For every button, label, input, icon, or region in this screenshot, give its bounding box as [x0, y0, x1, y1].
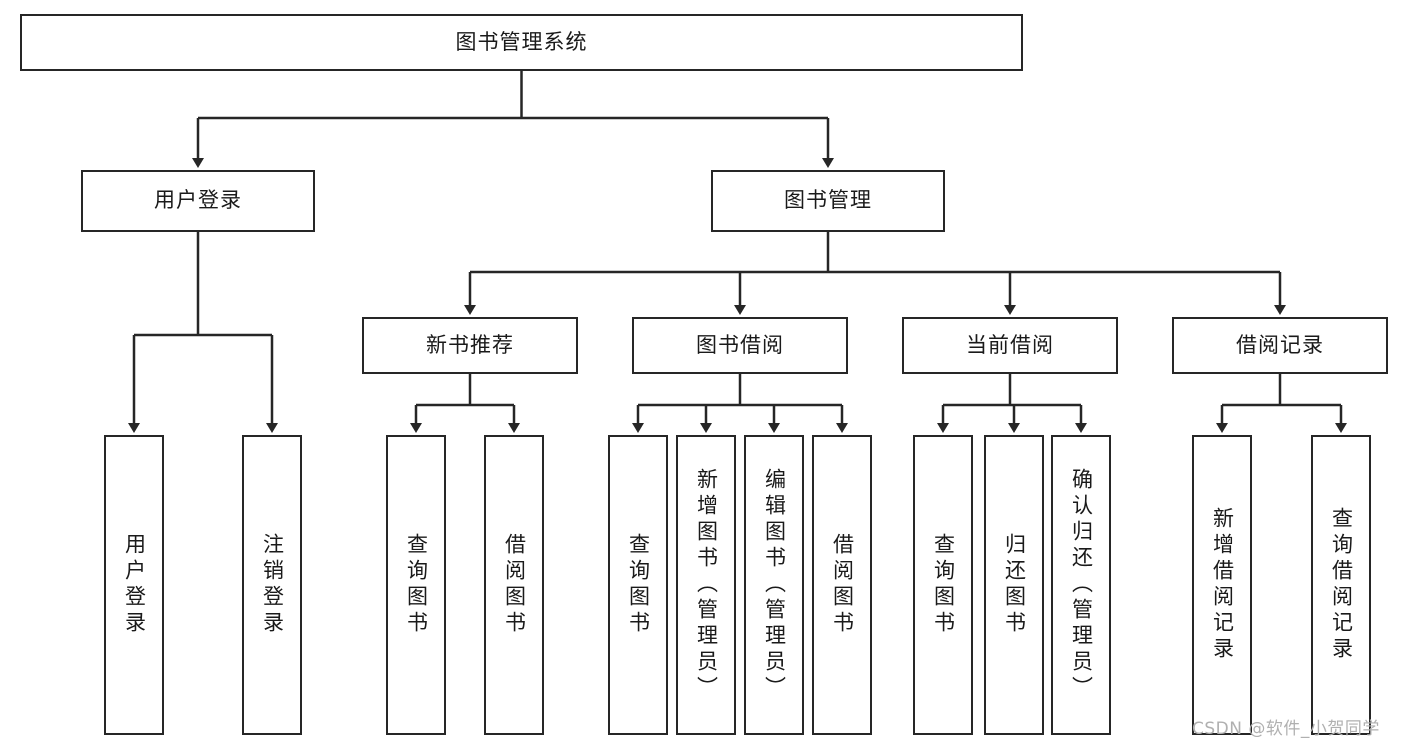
node-label: 借阅记录: [1236, 332, 1324, 357]
node-new-book-rec[interactable]: 新书推荐: [362, 317, 578, 374]
node-leaf-return-book[interactable]: 归还图书: [984, 435, 1044, 735]
node-user-login[interactable]: 用户登录: [81, 170, 315, 232]
node-current-borrow[interactable]: 当前借阅: [902, 317, 1118, 374]
node-label: 借阅图书: [830, 533, 855, 637]
node-root[interactable]: 图书管理系统: [20, 14, 1023, 71]
node-leaf-query-book-2[interactable]: 查询图书: [608, 435, 668, 735]
node-label: 图书管理: [784, 188, 872, 213]
node-leaf-add-book[interactable]: 新增图书（管理员）: [676, 435, 736, 735]
node-label: 图书管理系统: [455, 29, 588, 54]
node-label: 编辑图书（管理员）: [762, 468, 787, 702]
node-label: 用户登录: [122, 533, 147, 637]
node-leaf-user-login[interactable]: 用户登录: [104, 435, 164, 735]
node-leaf-query-book-1[interactable]: 查询图书: [386, 435, 446, 735]
node-leaf-borrow-book-2[interactable]: 借阅图书: [812, 435, 872, 735]
node-leaf-confirm-return[interactable]: 确认归还（管理员）: [1051, 435, 1111, 735]
node-label: 归还图书: [1002, 533, 1027, 637]
node-leaf-user-logout[interactable]: 注销登录: [242, 435, 302, 735]
node-leaf-query-book-3[interactable]: 查询图书: [913, 435, 973, 735]
node-label: 查询图书: [626, 533, 651, 637]
node-label: 新增借阅记录: [1210, 507, 1235, 663]
node-book-manage[interactable]: 图书管理: [711, 170, 945, 232]
csdn-watermark: CSDN @软件_小贺同学: [1192, 719, 1380, 739]
node-label: 图书借阅: [696, 332, 784, 357]
node-leaf-borrow-book-1[interactable]: 借阅图书: [484, 435, 544, 735]
node-book-borrow[interactable]: 图书借阅: [632, 317, 848, 374]
node-label: 查询借阅记录: [1329, 507, 1354, 663]
node-label: 借阅图书: [502, 533, 527, 637]
node-leaf-add-record[interactable]: 新增借阅记录: [1192, 435, 1252, 735]
node-label: 查询图书: [404, 533, 429, 637]
node-label: 查询图书: [931, 533, 956, 637]
node-label: 注销登录: [260, 533, 285, 637]
node-leaf-query-record[interactable]: 查询借阅记录: [1311, 435, 1371, 735]
node-label: 当前借阅: [966, 332, 1054, 357]
node-label: 新书推荐: [426, 332, 514, 357]
node-label: 新增图书（管理员）: [694, 468, 719, 702]
node-borrow-record[interactable]: 借阅记录: [1172, 317, 1388, 374]
node-leaf-edit-book[interactable]: 编辑图书（管理员）: [744, 435, 804, 735]
node-label: 用户登录: [154, 188, 242, 213]
node-label: 确认归还（管理员）: [1069, 468, 1094, 702]
